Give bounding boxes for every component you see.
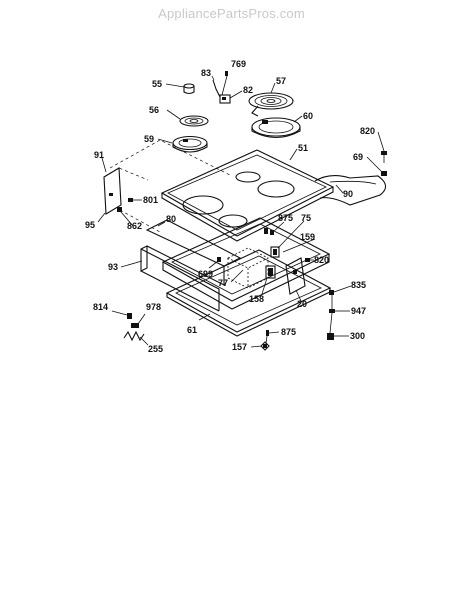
screw-835 <box>329 290 334 295</box>
bracket-978 <box>131 323 139 328</box>
cooktop-top-51 <box>160 149 335 242</box>
screw-820-mid <box>305 258 310 262</box>
screw-875-mid <box>270 230 274 235</box>
callout-59: 59 <box>144 134 154 144</box>
callout-835: 835 <box>351 280 366 290</box>
callout-90: 90 <box>343 189 353 199</box>
side-trim-91 <box>103 167 149 215</box>
terminal-block-158 <box>265 265 276 279</box>
callout-699: 699 <box>198 269 213 279</box>
callout-91: 91 <box>94 150 104 160</box>
callout-157: 157 <box>232 342 247 352</box>
callout-77: 77 <box>218 278 228 288</box>
receptacle-55 <box>183 83 195 95</box>
callout-947: 947 <box>351 306 366 316</box>
callout-69: 69 <box>353 152 363 162</box>
callout-300: 300 <box>350 331 365 341</box>
screw-862 <box>117 207 122 212</box>
terminal-block-75 <box>270 246 280 258</box>
callout-93: 93 <box>108 262 118 272</box>
leader-lines <box>97 75 385 348</box>
screw-699 <box>217 257 221 262</box>
callout-875-low: 875 <box>281 327 296 337</box>
callout-862: 862 <box>127 221 142 231</box>
screw-801 <box>128 198 133 202</box>
foot-300 <box>327 333 334 340</box>
screw-875-low <box>266 330 269 336</box>
callout-978: 978 <box>146 302 161 312</box>
callout-57: 57 <box>276 76 286 86</box>
callout-769: 769 <box>231 59 246 69</box>
callout-255: 255 <box>148 344 163 354</box>
burner-box-93 <box>161 217 331 310</box>
callout-95: 95 <box>85 220 95 230</box>
callout-82: 82 <box>243 85 253 95</box>
callout-820-top: 820 <box>360 126 375 136</box>
callout-60: 60 <box>303 111 313 121</box>
screw-820-top <box>381 151 387 163</box>
clip-157 <box>260 341 270 351</box>
callout-51: 51 <box>298 143 308 153</box>
surface-element-56 <box>179 115 209 127</box>
bracket-20 <box>285 257 306 295</box>
callout-20: 20 <box>297 299 307 309</box>
bracket-90 <box>314 175 387 206</box>
callout-labels: 55 83 769 82 57 56 60 59 820 91 51 69 90… <box>85 59 375 354</box>
junction-box-77 <box>227 247 269 289</box>
callout-814: 814 <box>93 302 108 312</box>
washer-947 <box>329 309 335 313</box>
callout-75: 75 <box>301 213 311 223</box>
screw-69 <box>381 171 387 176</box>
callout-801: 801 <box>143 195 158 205</box>
surface-element-57 <box>248 92 294 117</box>
callout-159: 159 <box>300 232 315 242</box>
callout-820-mid: 820 <box>314 255 329 265</box>
dashed-frame <box>109 139 231 233</box>
receptacle-82 <box>219 94 231 104</box>
callout-55: 55 <box>152 79 162 89</box>
screw-814 <box>127 313 132 319</box>
callout-61: 61 <box>187 325 197 335</box>
drip-pan-60 <box>251 117 301 139</box>
screw-769 <box>221 71 228 96</box>
callout-158: 158 <box>249 294 264 304</box>
callout-875-mid: 875 <box>278 213 293 223</box>
callout-83: 83 <box>201 68 211 78</box>
callout-80: 80 <box>166 214 176 224</box>
callout-56: 56 <box>149 105 159 115</box>
spring-255 <box>123 330 145 342</box>
drip-pan-59 <box>172 135 208 153</box>
wire-83 <box>212 79 221 98</box>
site-watermark: AppliancePartsPros.com <box>158 6 305 21</box>
